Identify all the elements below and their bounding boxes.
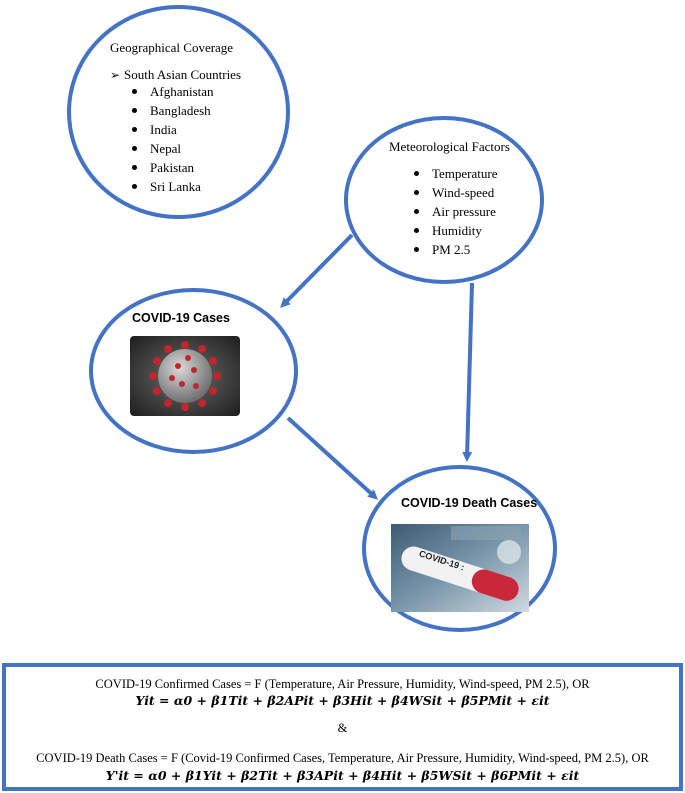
cases-title: COVID-19 Cases: [132, 311, 230, 325]
geo-group-label: South Asian Countries: [124, 67, 242, 82]
list-item: PM 2.5: [410, 240, 498, 259]
list-item: Afghanistan: [128, 82, 214, 101]
arrow-met-to-cases: [280, 233, 354, 308]
geo-circle: [67, 5, 290, 219]
formula-line-2: COVID-19 Death Cases = F (Covid-19 Confi…: [36, 751, 649, 765]
list-item: India: [128, 120, 214, 139]
list-item: Wind-speed: [410, 183, 498, 202]
geo-group: ➢South Asian Countries: [110, 65, 241, 85]
arrow-met-to-deaths: [462, 282, 474, 462]
list-item: Air pressure: [410, 202, 498, 221]
list-item: Temperature: [410, 164, 498, 183]
list-item: Pakistan: [128, 158, 214, 177]
country-list: Afghanistan Bangladesh India Nepal Pakis…: [128, 82, 214, 196]
met-title: Meteorological Factors: [389, 139, 510, 154]
equation-1-text: Yit = α0 + β1Tit + β2APit + β3Hit + β4WS…: [135, 693, 550, 708]
formula-box: COVID-19 Confirmed Cases = F (Temperatur…: [2, 663, 683, 791]
list-item: Sri Lanka: [128, 177, 214, 196]
met-circle: [344, 116, 544, 284]
test-tube-image: COVID-19 :: [391, 524, 529, 612]
ampersand: &: [337, 721, 348, 735]
deaths-title: COVID-19 Death Cases: [401, 496, 538, 510]
formula-line-1: COVID-19 Confirmed Cases = F (Temperatur…: [95, 677, 590, 691]
factor-list: Temperature Wind-speed Air pressure Humi…: [410, 164, 498, 259]
arrowhead-bullet-icon: ➢: [110, 68, 121, 82]
arrow-cases-to-deaths: [286, 416, 378, 500]
list-item: Nepal: [128, 139, 214, 158]
equation-2: Y'it = α0 + β1Yit + β2Tit + β3APit + β4H…: [6, 768, 679, 783]
equation-2-text: Y'it = α0 + β1Yit + β2Tit + β3APit + β4H…: [105, 768, 580, 783]
list-item: Bangladesh: [128, 101, 214, 120]
geo-title: Geographical Coverage: [110, 40, 234, 55]
equation-1: Yit = α0 + β1Tit + β2APit + β3Hit + β4WS…: [6, 693, 679, 708]
coronavirus-image: [130, 336, 240, 416]
list-item: Humidity: [410, 221, 498, 240]
